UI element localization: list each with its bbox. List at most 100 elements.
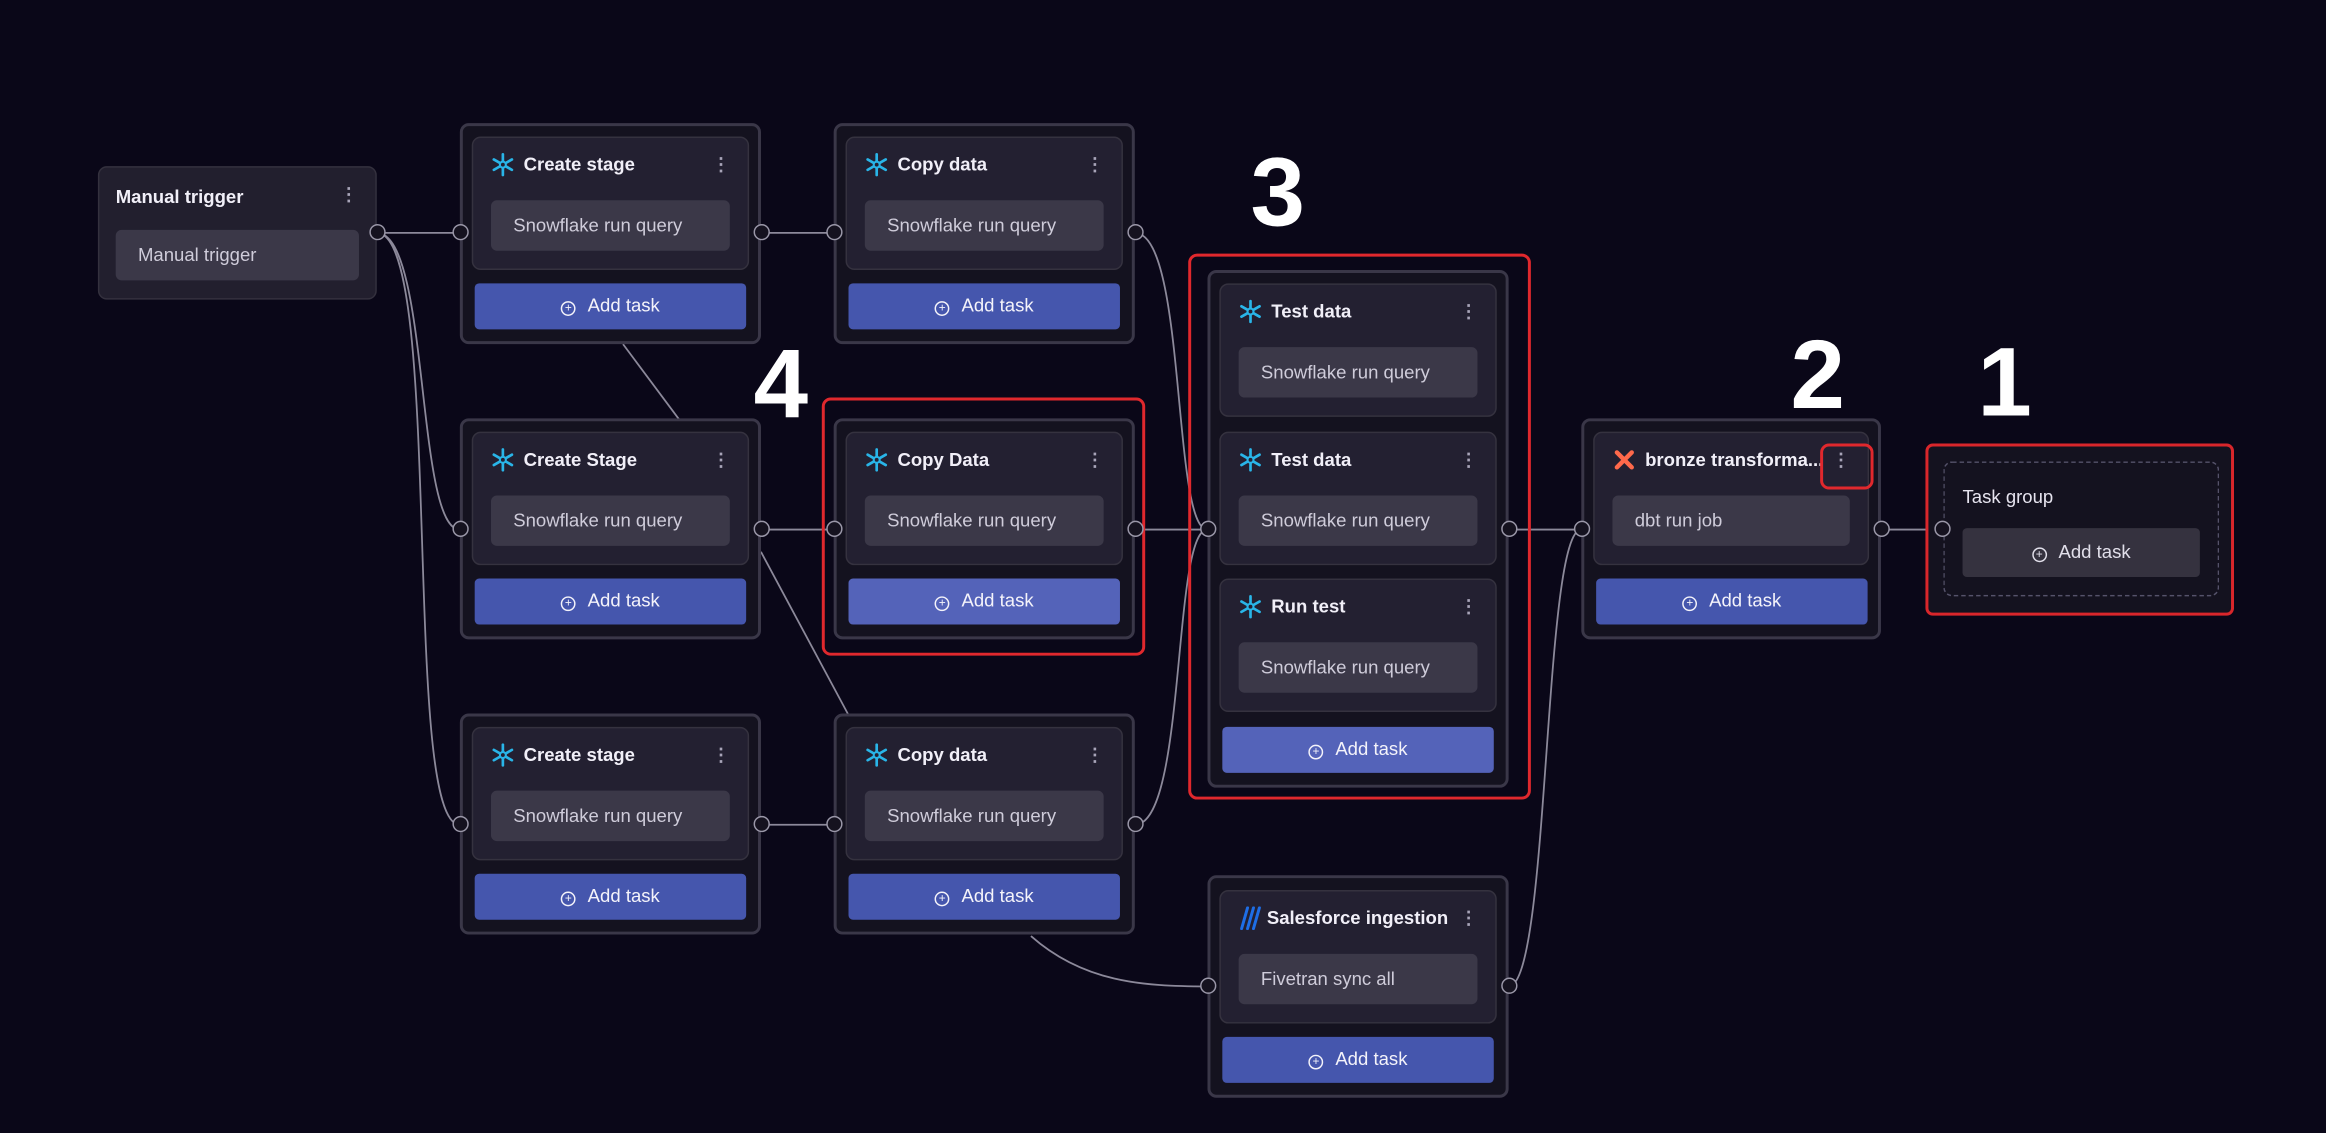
node-test-data-2[interactable]: Test data ⋮ Snowflake run query (1219, 431, 1497, 566)
task-group-label: Task group (1962, 486, 2054, 508)
kebab-menu-icon[interactable]: ⋮ (712, 449, 730, 471)
edge (622, 343, 681, 421)
add-task-button[interactable]: + Add task (1596, 578, 1868, 625)
task-group-add-task-button[interactable]: + Add task (1962, 528, 2200, 578)
annotation-number-1: 1 (1977, 326, 2032, 437)
input-port[interactable] (826, 223, 843, 241)
input-port[interactable] (1573, 520, 1591, 537)
input-port[interactable] (826, 520, 843, 537)
node-title: Run test (1271, 596, 1346, 618)
node-copy-data-1[interactable]: Copy data ⋮ Snowflake run query (845, 136, 1123, 270)
node-operation[interactable]: Snowflake run query (864, 790, 1104, 842)
node-operation[interactable]: Snowflake run query (1238, 495, 1478, 546)
add-task-label: Add task (587, 295, 660, 316)
node-operation[interactable]: Fivetran sync all (1238, 953, 1478, 1005)
input-port[interactable] (452, 815, 469, 833)
node-salesforce-ingestion[interactable]: Salesforce ingestion ⋮ Fivetran sync all (1219, 890, 1497, 1024)
snowflake-icon (492, 743, 514, 767)
add-task-button[interactable]: +Add task (474, 578, 747, 625)
kebab-menu-icon[interactable]: ⋮ (1085, 744, 1104, 766)
node-title: Create stage (523, 154, 635, 176)
node-operation[interactable]: dbt run job (1612, 495, 1850, 546)
node-copy-data-3[interactable]: Copy data ⋮ Snowflake run query (845, 726, 1123, 861)
input-port[interactable] (1934, 520, 1951, 537)
node-title: Create Stage (523, 449, 638, 471)
kebab-menu-icon[interactable]: ⋮ (1831, 449, 1850, 471)
edge (1508, 528, 1582, 988)
node-title: Test data (1271, 301, 1352, 322)
output-port[interactable] (1501, 520, 1518, 537)
node-operation[interactable]: Snowflake run query (491, 495, 730, 546)
output-port[interactable] (1127, 223, 1144, 241)
add-task-label: Add task (1709, 590, 1782, 612)
output-port[interactable] (1501, 977, 1518, 994)
output-port[interactable] (753, 223, 770, 241)
kebab-menu-icon[interactable]: ⋮ (1459, 596, 1478, 618)
node-title: Create stage (523, 744, 635, 766)
node-operation[interactable]: Snowflake run query (1238, 642, 1478, 693)
node-create-stage-2[interactable]: Create Stage ⋮ Snowflake run query (471, 431, 750, 566)
output-port[interactable] (1127, 815, 1144, 833)
snowflake-icon (866, 152, 888, 177)
input-port[interactable] (452, 520, 469, 537)
add-task-button[interactable]: +Add task (1222, 1036, 1494, 1083)
add-task-label: Add task (1335, 1048, 1408, 1070)
node-operation[interactable]: Snowflake run query (491, 200, 730, 251)
input-port[interactable] (1200, 520, 1217, 537)
node-operation[interactable]: Snowflake run query (864, 200, 1104, 251)
node-operation[interactable]: Snowflake run query (1238, 347, 1478, 398)
edge (1134, 232, 1208, 531)
add-task-button[interactable]: +Add task (848, 283, 1120, 330)
kebab-menu-icon[interactable]: ⋮ (712, 154, 730, 176)
node-test-data-1[interactable]: Test data ⋮ Snowflake run query (1219, 283, 1497, 417)
add-task-label: Add task (961, 590, 1034, 612)
add-task-label: Add task (587, 885, 660, 907)
plus-circle-icon: + (2031, 547, 2047, 563)
output-port[interactable] (369, 223, 386, 241)
node-title: Copy data (897, 744, 988, 766)
node-operation[interactable]: Snowflake run query (491, 790, 730, 842)
snowflake-icon (492, 448, 514, 472)
add-task-button[interactable]: +Add task (848, 578, 1120, 625)
node-create-stage-3[interactable]: Create stage ⋮ Snowflake run query (471, 726, 750, 861)
output-port[interactable] (1873, 520, 1890, 537)
input-port[interactable] (452, 223, 469, 241)
add-task-label: Add task (961, 885, 1034, 907)
empty-task-group[interactable]: Task group + Add task (1925, 443, 2235, 616)
output-port[interactable] (753, 815, 770, 833)
add-task-label: Add task (587, 590, 660, 612)
kebab-menu-icon[interactable]: ⋮ (712, 744, 730, 766)
snowflake-icon (492, 152, 514, 177)
plus-circle-icon: + (1682, 596, 1698, 612)
plus-circle-icon: + (1308, 744, 1324, 760)
output-port[interactable] (753, 520, 770, 537)
kebab-menu-icon[interactable]: ⋮ (339, 183, 358, 205)
kebab-menu-icon[interactable]: ⋮ (1459, 301, 1478, 322)
input-port[interactable] (826, 815, 843, 833)
snowflake-icon (866, 743, 888, 767)
manual-trigger-node[interactable]: Manual trigger ⋮ Manual trigger (97, 166, 377, 300)
add-task-button[interactable]: +Add task (1222, 726, 1494, 773)
task-group-dropzone[interactable]: Task group + Add task (1943, 461, 2220, 597)
node-create-stage-1[interactable]: Create stage ⋮ Snowflake run query (471, 136, 750, 270)
trigger-operation[interactable]: Manual trigger (115, 229, 359, 281)
node-operation[interactable]: Snowflake run query (864, 495, 1104, 546)
add-task-button[interactable]: + Add task (848, 873, 1120, 920)
node-copy-data-2[interactable]: Copy Data ⋮ Snowflake run query (845, 431, 1123, 566)
add-task-button[interactable]: +Add task (474, 873, 747, 920)
kebab-menu-icon[interactable]: ⋮ (1459, 449, 1478, 471)
plus-circle-icon: + (934, 891, 950, 907)
node-run-test[interactable]: Run test ⋮ Snowflake run query (1219, 578, 1497, 713)
annotation-number-2: 2 (1790, 318, 1845, 429)
kebab-menu-icon[interactable]: ⋮ (1459, 907, 1478, 929)
node-bronze-transformation[interactable]: bronze transforma... ⋮ dbt run job (1593, 431, 1870, 566)
add-task-button[interactable]: +Add task (474, 283, 747, 330)
plus-circle-icon: + (934, 301, 950, 316)
input-port[interactable] (1200, 977, 1217, 994)
kebab-menu-icon[interactable]: ⋮ (1085, 449, 1104, 471)
add-task-label: Add task (2058, 541, 2131, 563)
snowflake-icon (1240, 448, 1261, 472)
output-port[interactable] (1127, 520, 1144, 537)
kebab-menu-icon[interactable]: ⋮ (1085, 154, 1104, 176)
node-title: bronze transforma... (1645, 449, 1824, 471)
